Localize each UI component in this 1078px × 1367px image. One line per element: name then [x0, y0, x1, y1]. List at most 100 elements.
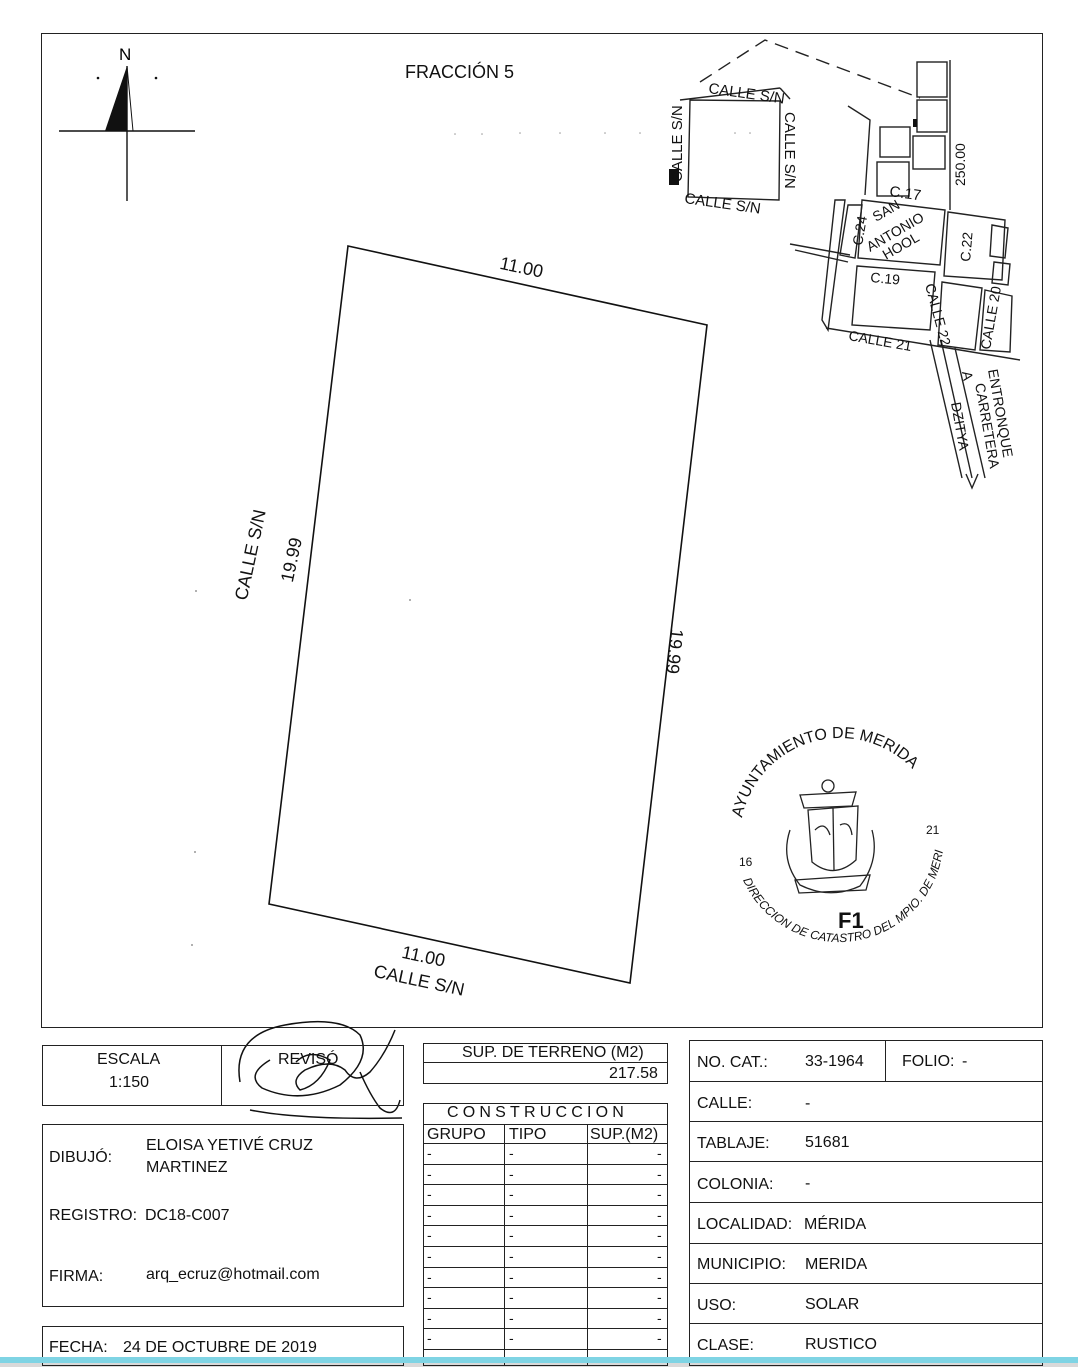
dibujo-box — [42, 1124, 404, 1307]
svg-text:250.00: 250.00 — [952, 143, 968, 186]
folio-value: - — [962, 1053, 968, 1070]
construccion-tipo-cell: - — [509, 1268, 514, 1285]
construccion-row-divider — [423, 1184, 668, 1186]
svg-text:CALLE 22: CALLE 22 — [922, 282, 954, 348]
drawing-frame — [41, 33, 1043, 1028]
col-tipo-header: TIPO — [509, 1126, 547, 1143]
construccion-tipo-cell: - — [509, 1309, 514, 1326]
construccion-sup-cell: - — [657, 1186, 662, 1203]
uso-label: USO: — [697, 1297, 737, 1314]
construccion-grupo-cell: - — [427, 1289, 432, 1306]
tablaje-value: 51681 — [805, 1134, 850, 1151]
svg-text:DIRECCION DE CATASTRO DEL MPIO: DIRECCION DE CATASTRO DEL MPIO. DE MERID… — [0, 0, 946, 945]
svg-text:C.17: C.17 — [888, 183, 922, 204]
tablaje-label: TABLAJE: — [697, 1135, 770, 1152]
localidad-label: LOCALIDAD: — [697, 1216, 793, 1233]
calle-label: CALLE: — [697, 1095, 753, 1112]
construccion-grupo-cell: - — [427, 1330, 432, 1347]
construccion-row-divider — [423, 1349, 668, 1350]
svg-text:AYUNTAMIENTO DE MERIDA: AYUNTAMIENTO DE MERIDA — [729, 725, 922, 819]
svg-text:A: A — [959, 370, 976, 383]
construccion-grupo-cell: - — [427, 1309, 432, 1326]
svg-text:21: 21 — [926, 823, 940, 837]
firma-value: arq_ecruz@hotmail.com — [146, 1266, 320, 1283]
municipio-value: MERIDA — [805, 1256, 868, 1273]
registro-value: DC18-C007 — [145, 1207, 230, 1224]
construccion-sup-cell: - — [657, 1330, 662, 1347]
fecha-label: FECHA: — [49, 1339, 108, 1356]
svg-text:CALLE S/N: CALLE S/N — [707, 80, 785, 108]
construccion-tipo-cell: - — [509, 1165, 514, 1182]
construccion-grupo-cell: - — [427, 1268, 432, 1285]
svg-text:C.24: C.24 — [849, 214, 870, 246]
svg-text:CALLE 21: CALLE 21 — [847, 327, 913, 354]
location-map — [669, 39, 1021, 490]
col-grupo-header: GRUPO — [427, 1126, 486, 1143]
svg-text:CALLE S/N: CALLE S/N — [781, 112, 798, 189]
svg-text:CALLE S/N: CALLE S/N — [683, 190, 761, 218]
catastro-seal: AYUNTAMIENTO DE MERIDA DIRECCION DE CATA… — [0, 0, 946, 945]
signature — [238, 1020, 403, 1120]
catastro-info-table — [689, 1040, 1043, 1366]
clase-label: CLASE: — [697, 1337, 754, 1354]
construccion-sup-cell: - — [657, 1309, 662, 1326]
construccion-grupo-cell: - — [427, 1186, 432, 1203]
construccion-row-divider — [423, 1266, 668, 1268]
localidad-value: MÉRIDA — [804, 1216, 867, 1233]
construccion-label: CONSTRUCCION — [447, 1104, 629, 1121]
construccion-row-divider — [423, 1328, 668, 1330]
registro-label: REGISTRO: — [49, 1207, 138, 1224]
construccion-sup-cell: - — [657, 1206, 662, 1223]
construccion-grupo-cell: - — [427, 1145, 432, 1161]
municipio-label: MUNICIPIO: — [697, 1256, 786, 1273]
coat-of-arms-icon — [786, 779, 875, 894]
clase-value: RUSTICO — [805, 1336, 877, 1353]
north-arrow-icon — [59, 65, 195, 201]
escala-value: 1:150 — [109, 1074, 150, 1091]
construccion-sup-cell: - — [657, 1165, 662, 1182]
calle-value: - — [805, 1095, 811, 1112]
construccion-row-divider — [423, 1287, 668, 1289]
construccion-tipo-cell: - — [509, 1206, 514, 1223]
sup-terreno-box — [423, 1043, 668, 1084]
reviso-label: REVISÓ — [278, 1051, 339, 1068]
escala-box — [42, 1045, 404, 1106]
uso-value: SOLAR — [805, 1296, 860, 1313]
col-sup-header: SUP.(M2) — [590, 1126, 659, 1143]
construccion-sup-cell: - — [657, 1268, 662, 1285]
construccion-tipo-cell: - — [509, 1289, 514, 1306]
svg-text:16: 16 — [739, 855, 753, 869]
dibujo-label: DIBUJÓ: — [49, 1149, 113, 1166]
colonia-label: COLONIA: — [697, 1176, 774, 1193]
svg-text:F1: F1 — [838, 908, 864, 933]
firma-label: FIRMA: — [49, 1268, 104, 1285]
sup-terreno-label: SUP. DE TERRENO (M2) — [462, 1044, 644, 1061]
construccion-row-divider — [423, 1204, 668, 1206]
svg-text:C.19: C.19 — [870, 269, 901, 288]
construccion-sup-cell: - — [657, 1289, 662, 1306]
fecha-value: 24 DE OCTUBRE DE 2019 — [123, 1339, 317, 1356]
dibujo-value-line2: MARTINEZ — [146, 1159, 228, 1176]
right-side-length: 19.99 — [662, 628, 687, 675]
dibujo-value-line1: ELOISA YETIVÉ CRUZ — [146, 1137, 313, 1154]
svg-text:CALLE S/N: CALLE S/N — [669, 105, 686, 182]
construccion-sup-cell: - — [657, 1145, 662, 1161]
construccion-tipo-cell: - — [509, 1248, 514, 1264]
lot-polygon — [268, 245, 708, 984]
construccion-grupo-cell: - — [427, 1165, 432, 1182]
viewer-bottom-bar — [0, 1357, 1078, 1363]
folio-label: FOLIO: — [902, 1053, 955, 1070]
construccion-row-divider — [423, 1225, 668, 1227]
fraccion-title: FRACCIÓN 5 — [405, 62, 515, 82]
construccion-row-divider — [423, 1163, 668, 1165]
no-cat-value: 33-1964 — [805, 1053, 864, 1070]
scan-dots — [191, 132, 751, 946]
north-label: N — [119, 45, 131, 64]
construccion-tipo-cell: - — [509, 1145, 514, 1161]
no-cat-label: NO. CAT.: — [697, 1054, 768, 1071]
construccion-row-divider — [423, 1307, 668, 1309]
location-map-labels: CALLE S/N CALLE S/N CALLE S/N CALLE S/N … — [669, 80, 1016, 470]
construccion-tipo-cell: - — [509, 1227, 514, 1244]
